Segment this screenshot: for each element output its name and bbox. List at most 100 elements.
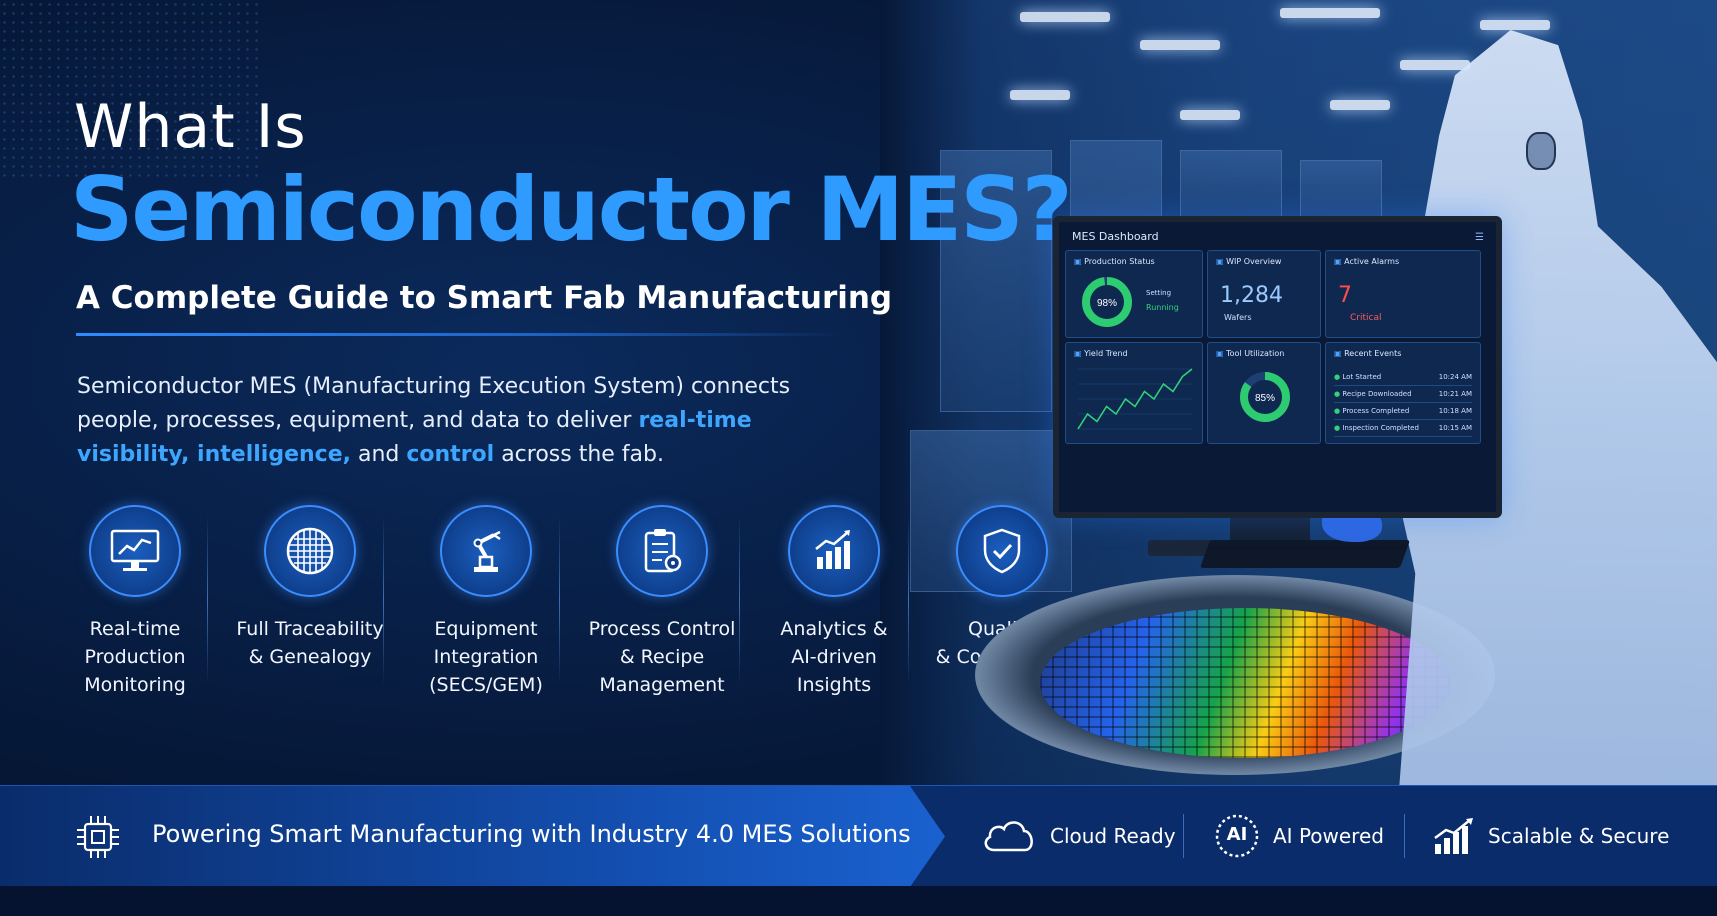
menu-icon[interactable]: ☰ bbox=[1475, 232, 1484, 243]
feature-divider bbox=[559, 515, 560, 685]
feature-traceability: Full Traceability& Genealogy bbox=[225, 505, 395, 671]
legend-setting: Setting bbox=[1146, 289, 1172, 297]
ceiling-light bbox=[1330, 100, 1390, 110]
bar-chart-up-icon bbox=[788, 505, 880, 597]
alarm-count: 7 bbox=[1338, 283, 1352, 308]
headline-subtitle: A Complete Guide to Smart Fab Manufactur… bbox=[76, 280, 893, 316]
monitor-chart-icon bbox=[89, 505, 181, 597]
banner-tagline: Powering Smart Manufacturing with Indust… bbox=[152, 820, 911, 848]
feature-divider bbox=[383, 515, 384, 685]
robot-arm-icon bbox=[440, 505, 532, 597]
bottom-banner: Powering Smart Manufacturing with Indust… bbox=[0, 785, 1717, 887]
badge-label: AI Powered bbox=[1273, 824, 1384, 848]
event-row[interactable]: ● Inspection Completed 10:15 AM bbox=[1334, 420, 1472, 437]
tool-percent: 85% bbox=[1255, 393, 1275, 404]
yield-series-line bbox=[1077, 368, 1193, 430]
ceiling-light bbox=[1480, 20, 1550, 30]
card-production-status[interactable]: Production Status 98% Setting Running bbox=[1065, 250, 1203, 338]
silicon-wafer bbox=[1040, 608, 1450, 758]
badge-label: Cloud Ready bbox=[1050, 824, 1176, 848]
badge-scalable-secure: Scalable & Secure bbox=[1432, 808, 1669, 864]
event-time: 10:15 AM bbox=[1438, 424, 1472, 432]
dashboard-title: MES Dashboard bbox=[1072, 230, 1159, 243]
ceiling-light bbox=[1010, 90, 1070, 100]
intro-paragraph: Semiconductor MES (Manufacturing Executi… bbox=[77, 370, 837, 472]
shield-check-icon bbox=[956, 505, 1048, 597]
production-percent: 98% bbox=[1097, 298, 1117, 309]
badge-ai-powered: AI AI Powered bbox=[1213, 808, 1384, 864]
event-row[interactable]: ● Recipe Downloaded 10:21 AM bbox=[1334, 386, 1472, 403]
tool-donut: 85% bbox=[1240, 372, 1290, 422]
footer-strip bbox=[0, 886, 1717, 916]
card-wip-overview[interactable]: WIP Overview 1,284 Wafers bbox=[1207, 250, 1321, 338]
card-title: Active Alarms bbox=[1334, 257, 1399, 266]
event-list: ● Lot Started 10:24 AM ● Recipe Downloaded… bbox=[1334, 369, 1472, 437]
event-label: ● Inspection Completed bbox=[1334, 424, 1419, 432]
event-time: 10:24 AM bbox=[1438, 373, 1472, 381]
intro-highlight: control bbox=[406, 442, 495, 467]
feature-label: Full Traceability& Genealogy bbox=[236, 618, 384, 668]
clipboard-gear-icon bbox=[616, 505, 708, 597]
chip-icon bbox=[77, 816, 119, 858]
ceiling-light bbox=[1180, 110, 1240, 120]
event-time: 10:18 AM bbox=[1438, 407, 1472, 415]
alarm-label: Critical bbox=[1350, 313, 1382, 323]
banner-arrow bbox=[0, 786, 945, 887]
equipment-rack bbox=[940, 150, 1052, 412]
card-title: Production Status bbox=[1074, 257, 1155, 266]
event-label: ● Process Completed bbox=[1334, 407, 1410, 415]
keyboard bbox=[1199, 540, 1411, 568]
intro-text: Semiconductor MES (Manufacturing Executi… bbox=[77, 374, 791, 433]
feature-divider bbox=[908, 515, 909, 685]
goggles bbox=[1526, 132, 1556, 170]
feature-divider bbox=[207, 515, 208, 685]
headline-main: Semiconductor MES? bbox=[70, 158, 1073, 261]
ceiling-light bbox=[1280, 8, 1380, 18]
title-underline bbox=[76, 333, 846, 336]
intro-highlight: real-time visibility, intelligence, bbox=[77, 408, 752, 467]
event-label: ● Lot Started bbox=[1334, 373, 1382, 381]
card-title: Yield Trend bbox=[1074, 349, 1127, 358]
card-title: Tool Utilization bbox=[1216, 349, 1284, 358]
card-title: WIP Overview bbox=[1216, 257, 1281, 266]
badge-label: Scalable & Secure bbox=[1488, 824, 1670, 848]
badge-divider bbox=[1404, 814, 1405, 858]
card-active-alarms[interactable]: Active Alarms 7 Critical bbox=[1325, 250, 1481, 338]
wafer-grid-icon bbox=[264, 505, 356, 597]
legend-running: Running bbox=[1146, 303, 1179, 312]
yield-line-chart bbox=[1077, 368, 1193, 430]
feature-divider bbox=[739, 515, 740, 685]
ceiling-light bbox=[1140, 40, 1220, 50]
ai-icon-text: AI bbox=[1226, 824, 1248, 845]
growth-chart-icon bbox=[1434, 818, 1473, 854]
dot-pattern bbox=[0, 0, 260, 180]
event-time: 10:21 AM bbox=[1438, 390, 1472, 398]
ceiling-light bbox=[1020, 12, 1110, 22]
event-row[interactable]: ● Process Completed 10:18 AM bbox=[1334, 403, 1472, 420]
cloud-icon bbox=[984, 821, 1033, 852]
event-label: ● Recipe Downloaded bbox=[1334, 390, 1412, 398]
card-recent-events[interactable]: Recent Events ● Lot Started 10:24 AM ● Rec… bbox=[1325, 342, 1481, 444]
wip-unit: Wafers bbox=[1224, 313, 1252, 322]
headline-line1: What Is bbox=[74, 92, 307, 162]
ceiling-light bbox=[1400, 60, 1470, 70]
intro-text: across the fab. bbox=[494, 442, 664, 467]
ai-chip-icon: AI bbox=[1213, 812, 1261, 860]
mes-dashboard-monitor: MES Dashboard ☰ Production Status 98% Se… bbox=[1053, 216, 1502, 518]
card-tool-utilization[interactable]: Tool Utilization 85% bbox=[1207, 342, 1321, 444]
intro-text: and bbox=[350, 442, 407, 467]
card-title: Recent Events bbox=[1334, 349, 1401, 358]
event-row[interactable]: ● Lot Started 10:24 AM bbox=[1334, 369, 1472, 386]
card-yield-trend[interactable]: Yield Trend bbox=[1065, 342, 1203, 444]
badge-cloud-ready: Cloud Ready bbox=[980, 808, 1176, 864]
